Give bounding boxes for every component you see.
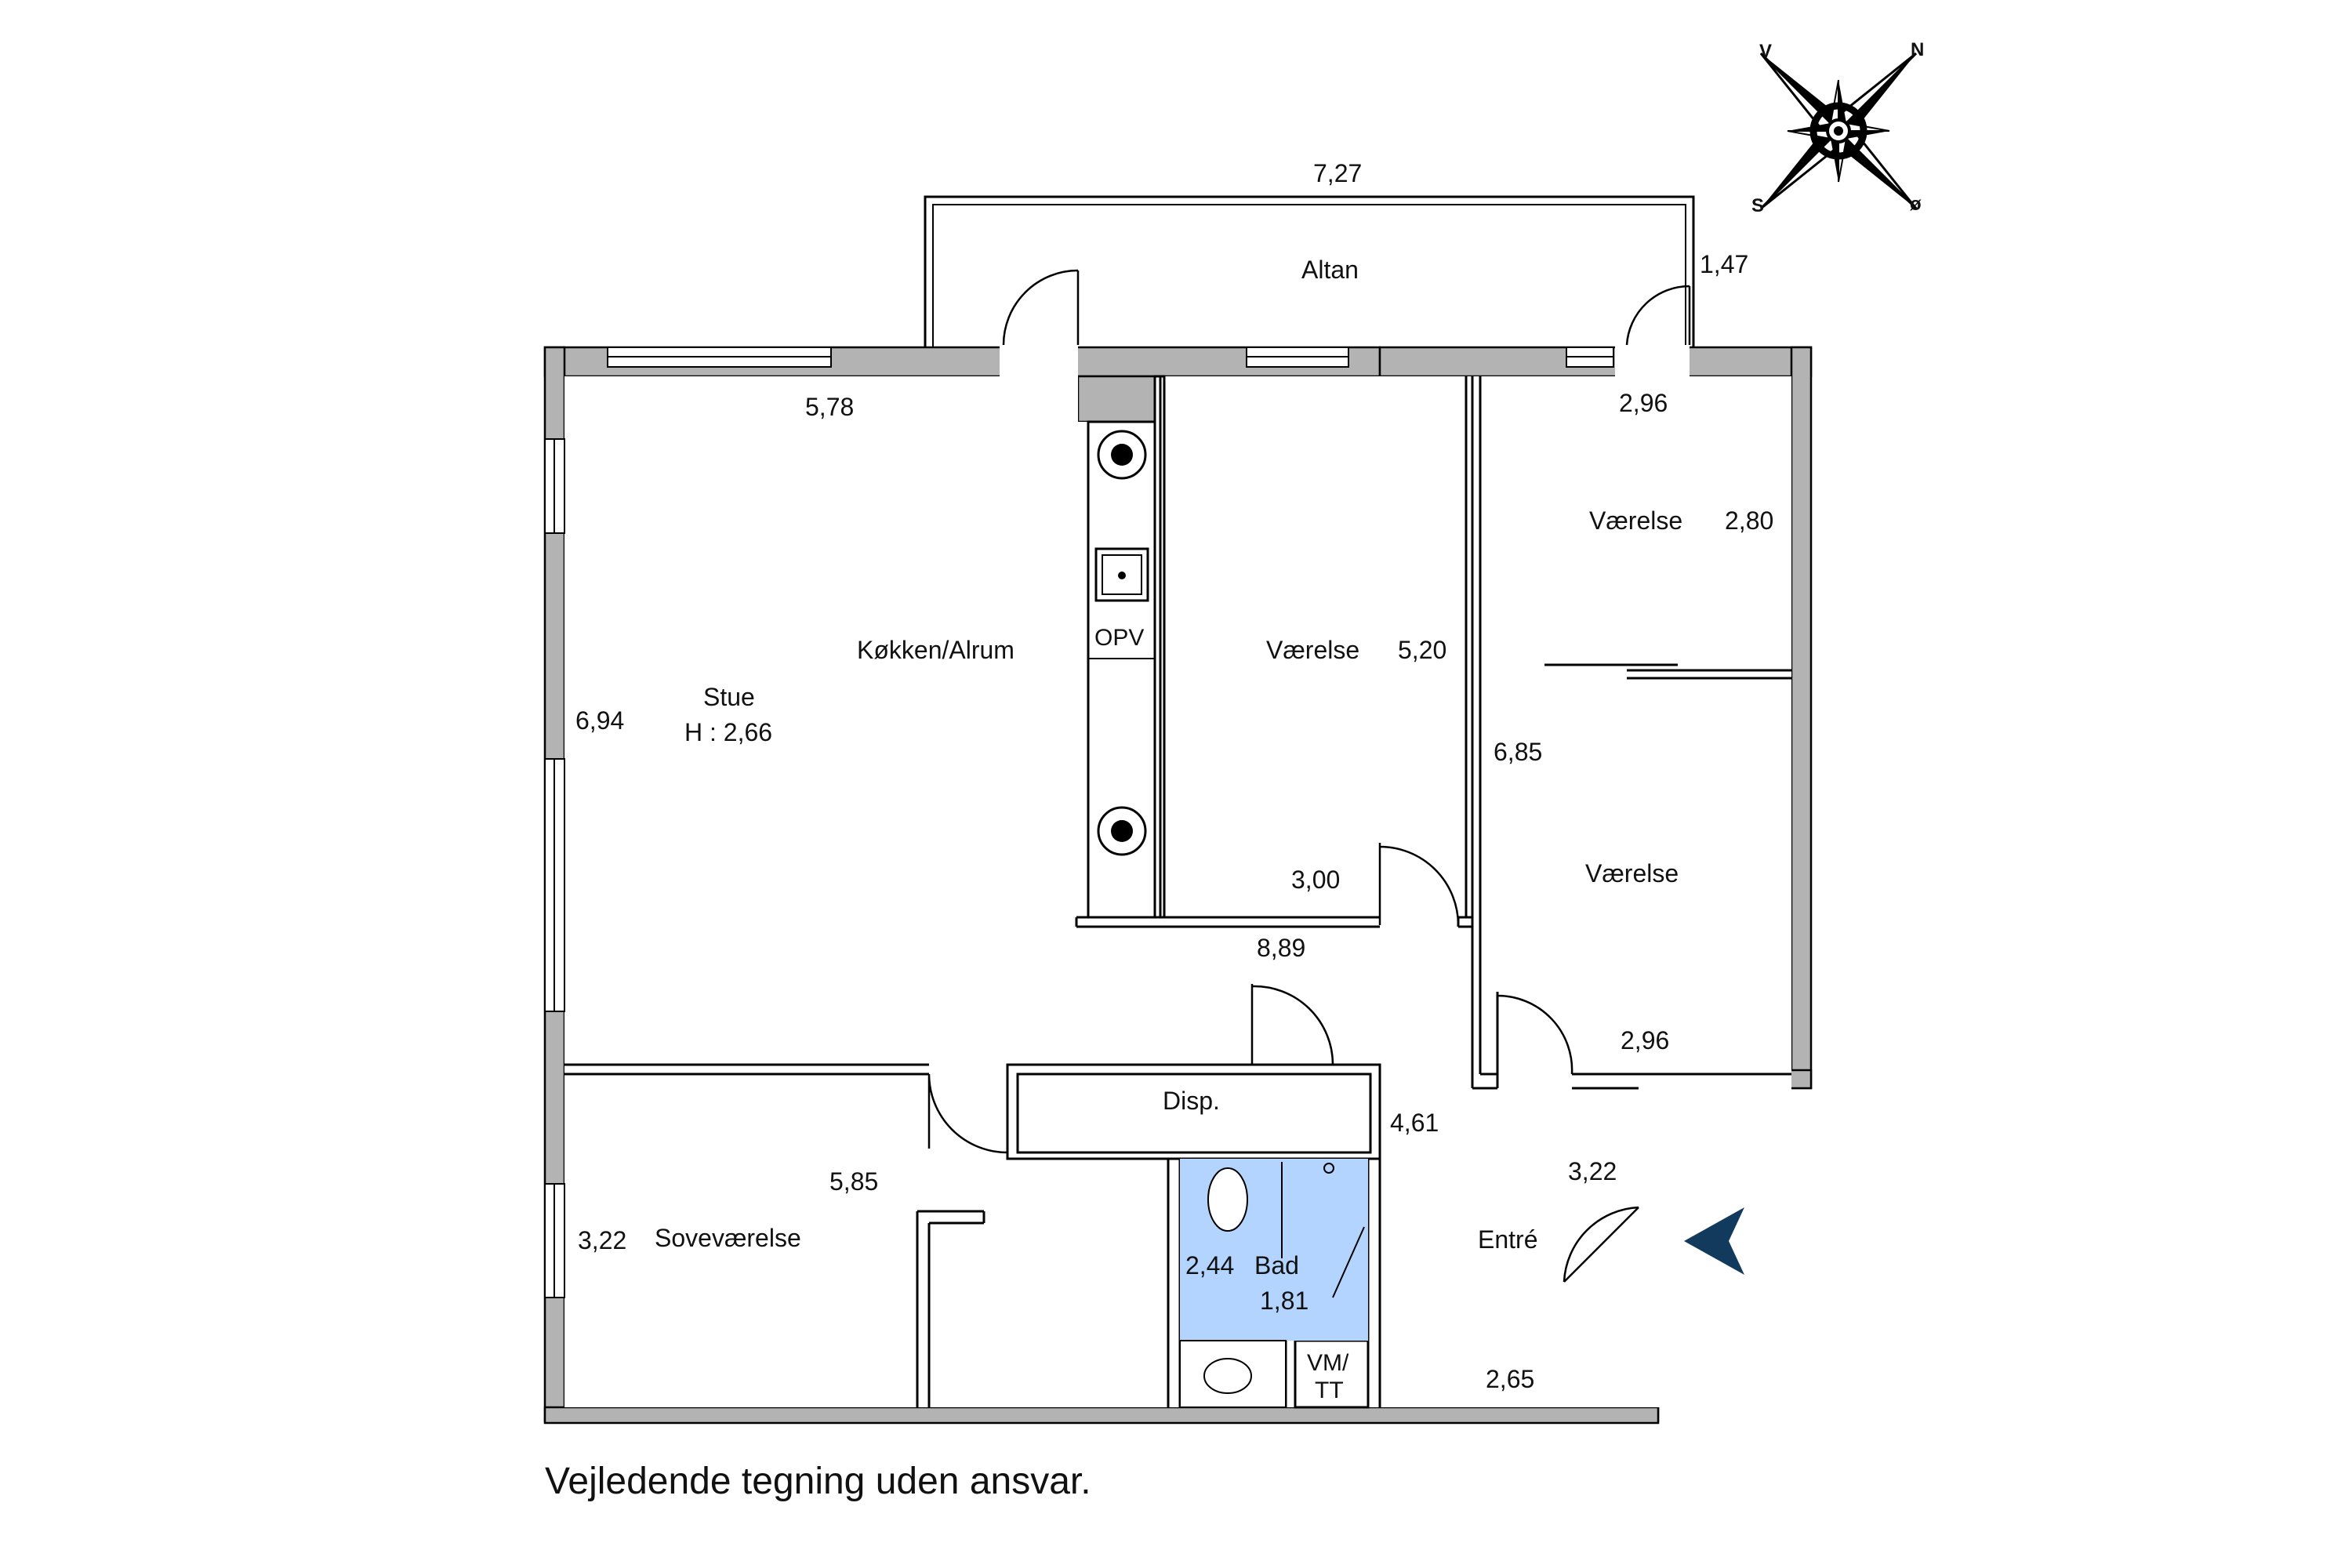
compass-label-n: N — [1911, 39, 1924, 60]
door-gaps — [1000, 345, 1690, 378]
dim-vaerelse-top-width: 2,96 — [1619, 389, 1668, 417]
dim-vaerelse-right-width: 2,96 — [1621, 1026, 1669, 1054]
room-label-vaerelse-top: Værelse — [1589, 506, 1682, 535]
windows — [544, 347, 1614, 1298]
dim-right-side: 6,85 — [1494, 738, 1542, 766]
bathroom-area — [1179, 1159, 1368, 1408]
room-label-sovevaerelse: Soveværelse — [655, 1224, 801, 1252]
compass-icon — [1759, 52, 1918, 210]
disclaimer-caption: Vejledende tegning uden ansvar. — [545, 1461, 1091, 1502]
dim-entre-side: 3,22 — [1568, 1157, 1617, 1185]
room-label-stue-height: H : 2,66 — [684, 718, 772, 746]
dim-altan-width: 7,27 — [1313, 159, 1362, 187]
dim-sove-side: 3,22 — [578, 1226, 626, 1254]
room-label-opv: OPV — [1094, 625, 1144, 651]
kitchen-appliances — [1088, 430, 1155, 856]
dim-hall: 4,61 — [1390, 1109, 1439, 1137]
compass-label-s: S — [1751, 195, 1764, 216]
dim-kokken-bottom: 8,89 — [1257, 934, 1305, 962]
room-label-vaerelse-right: Værelse — [1585, 859, 1679, 887]
room-label-stue: Stue — [703, 683, 755, 711]
room-label-vaerelse-mid: Værelse — [1266, 636, 1359, 664]
room-label-bad: Bad — [1254, 1251, 1299, 1279]
dim-altan-depth: 1,47 — [1700, 250, 1748, 278]
dim-bad-width: 2,44 — [1185, 1251, 1234, 1279]
entrance-arrow-icon — [1684, 1207, 1744, 1275]
interior-walls — [564, 375, 1791, 1409]
dim-vaerelse-mid-height: 5,20 — [1398, 636, 1446, 664]
dim-entre-bottom: 2,65 — [1486, 1365, 1534, 1393]
balcony — [924, 195, 1695, 347]
compass-label-o: ø — [1910, 194, 1922, 215]
dim-sove-width: 5,85 — [829, 1167, 878, 1196]
dim-stue-side: 6,94 — [575, 706, 624, 735]
door-swings — [927, 269, 1691, 1283]
room-label-vm: VM/ — [1307, 1350, 1349, 1376]
dim-stue-top: 5,78 — [805, 393, 854, 421]
dim-vaerelse-mid-width: 3,00 — [1291, 866, 1340, 894]
room-label-kokken: Køkken/Alrum — [857, 636, 1014, 664]
room-label-altan: Altan — [1301, 256, 1359, 284]
room-label-disp: Disp. — [1163, 1087, 1220, 1115]
room-label-entre: Entré — [1478, 1225, 1537, 1254]
dim-vaerelse-top-height: 2,80 — [1725, 506, 1773, 535]
dim-bad-depth: 1,81 — [1260, 1287, 1308, 1315]
compass-label-v: V — [1759, 41, 1772, 62]
room-label-tt: TT — [1315, 1377, 1344, 1403]
